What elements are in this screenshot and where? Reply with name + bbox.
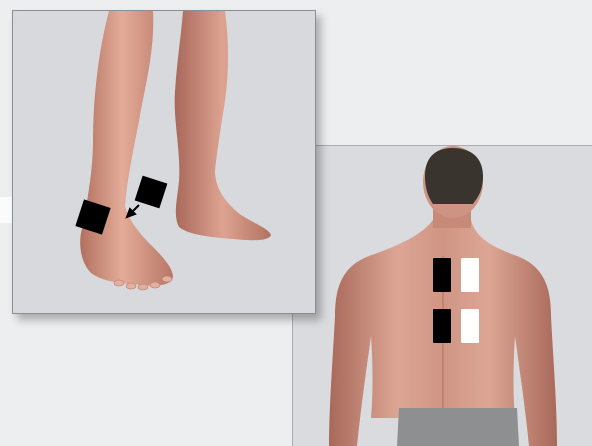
hair <box>425 148 483 204</box>
right-leg <box>175 11 271 240</box>
arrow-icon <box>127 205 139 217</box>
electrode-lower-left <box>433 309 451 343</box>
electrode-above-ankle <box>135 176 168 209</box>
electrode-upper-left <box>433 258 451 292</box>
electrode-lower-right <box>461 309 479 343</box>
electrode-upper-right <box>461 258 479 292</box>
feet-illustration-panel <box>12 10 316 314</box>
feet-illustration <box>13 11 315 313</box>
shorts <box>397 408 519 446</box>
back-illustration <box>293 146 592 446</box>
back-illustration-panel <box>292 145 592 446</box>
left-leg <box>80 11 173 286</box>
